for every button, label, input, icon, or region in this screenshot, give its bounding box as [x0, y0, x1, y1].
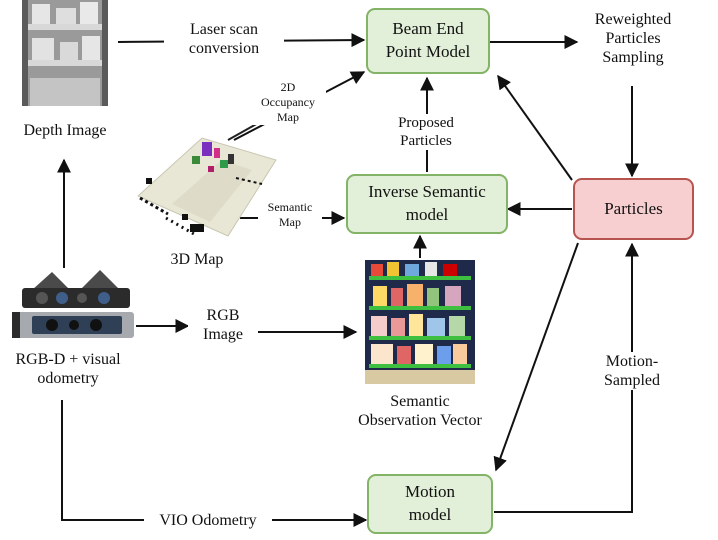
rgb-image-label: RGB Image: [188, 306, 258, 345]
proposed-line-1: Proposed: [398, 115, 454, 131]
3d-map-label: 3D Map: [170, 251, 224, 268]
semantic-map-line-2: Map: [279, 215, 301, 229]
depth-image-label: Depth Image: [23, 122, 107, 139]
semantic-map-line-1: Semantic: [267, 200, 313, 214]
inverse-semantic-line-2: model: [405, 205, 449, 224]
motion-sampled-line-2: Sampled: [604, 372, 660, 390]
inverse-semantic-line-1: Inverse Semantic: [368, 182, 486, 202]
occupancy-line-3: Map: [277, 110, 299, 124]
particles-node: Particles: [573, 178, 694, 240]
occupancy-map-label: 2D Occupancy Map: [250, 80, 326, 125]
laser-scan-line-1: Laser scan: [190, 21, 258, 38]
vio-odometry-label: VIO Odometry: [144, 511, 272, 531]
motion-model-line-2: model: [408, 505, 452, 524]
rgbd-line-1: RGB-D + visual: [15, 351, 121, 368]
beam-end-point-model-node: Beam End Point Model: [366, 8, 490, 74]
occupancy-line-1: 2D: [280, 80, 296, 94]
reweighted-line-2: Particles: [605, 30, 661, 48]
motion-sampled-label: Motion- Sampled: [584, 352, 680, 391]
arrow-particles-beam: [497, 74, 573, 181]
inverse-semantic-model-node: Inverse Semantic model: [346, 174, 508, 234]
motion-model-node: Motion model: [367, 474, 493, 534]
rgbd-line-2: odometry: [37, 370, 99, 388]
rgbd-camera-illustration: [12, 270, 134, 338]
motion-model-line-1: Motion: [404, 482, 456, 502]
shelf-photo: [365, 260, 475, 384]
depth-image-thumbnail: [22, 0, 108, 106]
occupancy-line-2: Occupancy: [261, 95, 315, 109]
rgb-image-line-2: Image: [203, 326, 243, 344]
laser-scan-label: Laser scan conversion: [164, 20, 284, 59]
arrow-particles-motion: [493, 242, 579, 472]
arrow-motion-sampled: [494, 242, 639, 513]
reweighted-line-1: Reweighted: [594, 11, 672, 28]
rgbd-odometry-label: RGB-D + visual odometry: [0, 350, 136, 389]
proposed-particles-label: Proposed Particles: [376, 114, 476, 150]
semantic-observation-label: Semantic Observation Vector: [330, 392, 510, 430]
semantic-obs-line-2: Observation Vector: [358, 412, 482, 430]
arrow-vio: [61, 400, 368, 527]
rgb-image-line-1: RGB: [206, 307, 240, 324]
beam-end-line-1: Beam End: [392, 19, 464, 39]
reweighted-particles-label: Reweighted Particles Sampling: [574, 10, 692, 68]
reweighted-line-3: Sampling: [602, 49, 664, 67]
semantic-obs-line-1: Semantic: [390, 393, 450, 410]
particles-label: Particles: [604, 198, 663, 218]
3d-map-illustration: [137, 121, 277, 237]
motion-sampled-line-1: Motion-: [605, 353, 659, 370]
proposed-line-2: Particles: [400, 133, 452, 149]
laser-scan-line-2: conversion: [188, 40, 260, 58]
semantic-map-label: Semantic Map: [258, 200, 322, 230]
beam-end-line-2: Point Model: [385, 42, 471, 61]
